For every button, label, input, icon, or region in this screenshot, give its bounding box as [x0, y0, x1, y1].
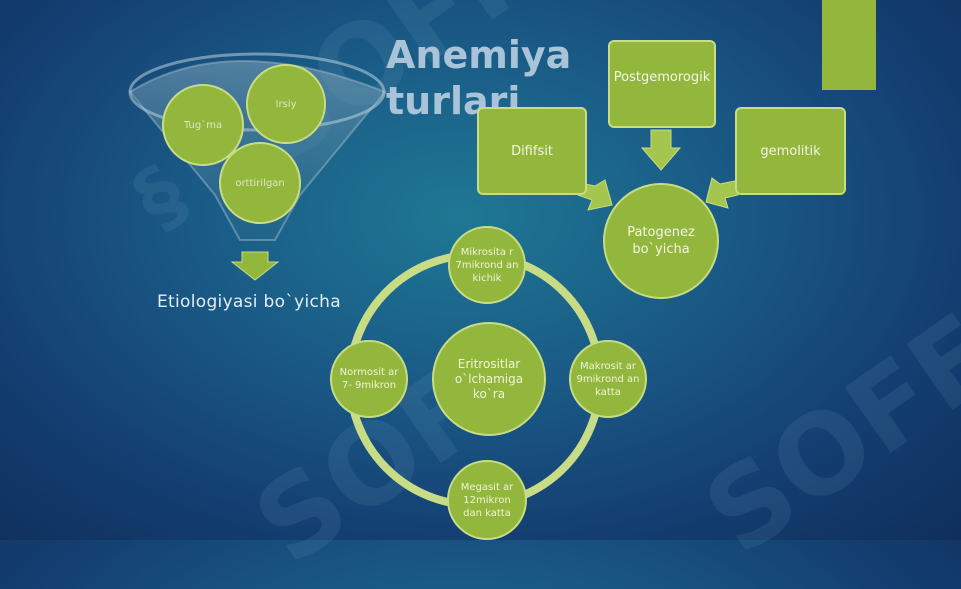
size-node-bottom: Megasit ar 12mikron dan katta: [447, 460, 527, 540]
etiology-label: Etiologiyasi bo`yicha: [157, 292, 341, 312]
accent-bar: [822, 0, 876, 90]
arrow-down-icon: [640, 129, 682, 171]
down-arrow-icon: [230, 251, 280, 281]
size-node-right: Makrosit ar 9mikrond an katta: [569, 340, 647, 418]
pathogenesis-box-left: Dififsit: [477, 107, 587, 195]
pathogenesis-box-top: Postgemorogik: [608, 40, 716, 128]
etiology-item-orttirilgan: orttirilgan: [219, 142, 301, 224]
pathogenesis-box-right: gemolitik: [735, 107, 846, 195]
etiology-item-tugma: Tug`ma: [162, 84, 244, 166]
size-node-left: Normosit ar 7- 9mikron: [330, 340, 408, 418]
size-node-top: Mikrosita r 7mikrond an kichik: [448, 226, 526, 304]
etiology-item-irsiy: Irsiy: [246, 64, 326, 144]
pathogenesis-center: Patogenez bo`yicha: [603, 183, 719, 299]
size-center: Eritrositlar o`lchamiga ko`ra: [432, 322, 546, 436]
arrow-left-icon: [705, 177, 741, 209]
